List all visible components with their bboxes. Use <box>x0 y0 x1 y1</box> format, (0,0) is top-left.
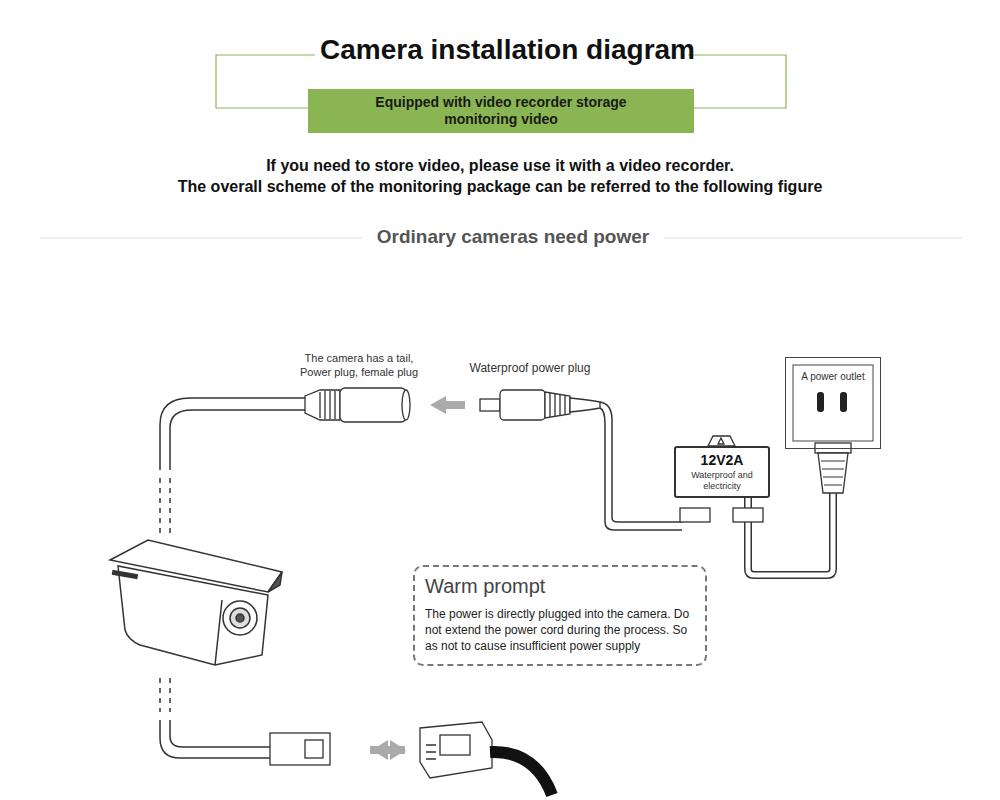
section-rule <box>40 238 362 239</box>
camera-network-cable <box>160 678 270 758</box>
part-label: The camera has a tail, Power plug, femal… <box>288 351 430 379</box>
warm-prompt-box: Warm promptThe power is directly plugged… <box>413 565 707 666</box>
green-band: Equipped with video recorder storage mon… <box>308 89 694 133</box>
node-text: The power is directly plugged into the c… <box>425 606 697 654</box>
insert-arrow <box>370 740 406 760</box>
female-plug <box>305 388 410 422</box>
intro-text: If you need to store video, please use i… <box>0 157 1000 175</box>
node-text: A power outlet <box>790 371 876 382</box>
diagram-title: Camera installation diagram <box>320 34 680 66</box>
outlet-slots <box>817 392 847 412</box>
section-heading: Ordinary cameras need power <box>362 226 664 248</box>
rj45-plug <box>420 722 492 778</box>
part-label: Waterproof power plug <box>455 361 605 375</box>
mains-plug <box>815 443 851 493</box>
power-outlet: A power outlet <box>785 357 881 449</box>
insert-arrow <box>430 396 465 414</box>
node-text: Equipped with video recorder storage mon… <box>348 94 654 128</box>
intro-text: The overall scheme of the monitoring pac… <box>0 178 1000 196</box>
male-plug <box>480 390 600 420</box>
node-text: 12V2A <box>679 452 765 468</box>
network-cable <box>490 752 552 795</box>
power-adapter: 12V2A Waterproof and electricity <box>674 446 770 498</box>
section-rule <box>664 238 962 239</box>
bullet-camera <box>110 540 282 665</box>
camera-power-cable <box>160 398 305 535</box>
rj45-female <box>270 733 330 765</box>
node-text: Warm prompt <box>425 575 697 598</box>
node-text: Waterproof and electricity <box>679 470 765 492</box>
adapter-output-cable <box>600 402 682 530</box>
